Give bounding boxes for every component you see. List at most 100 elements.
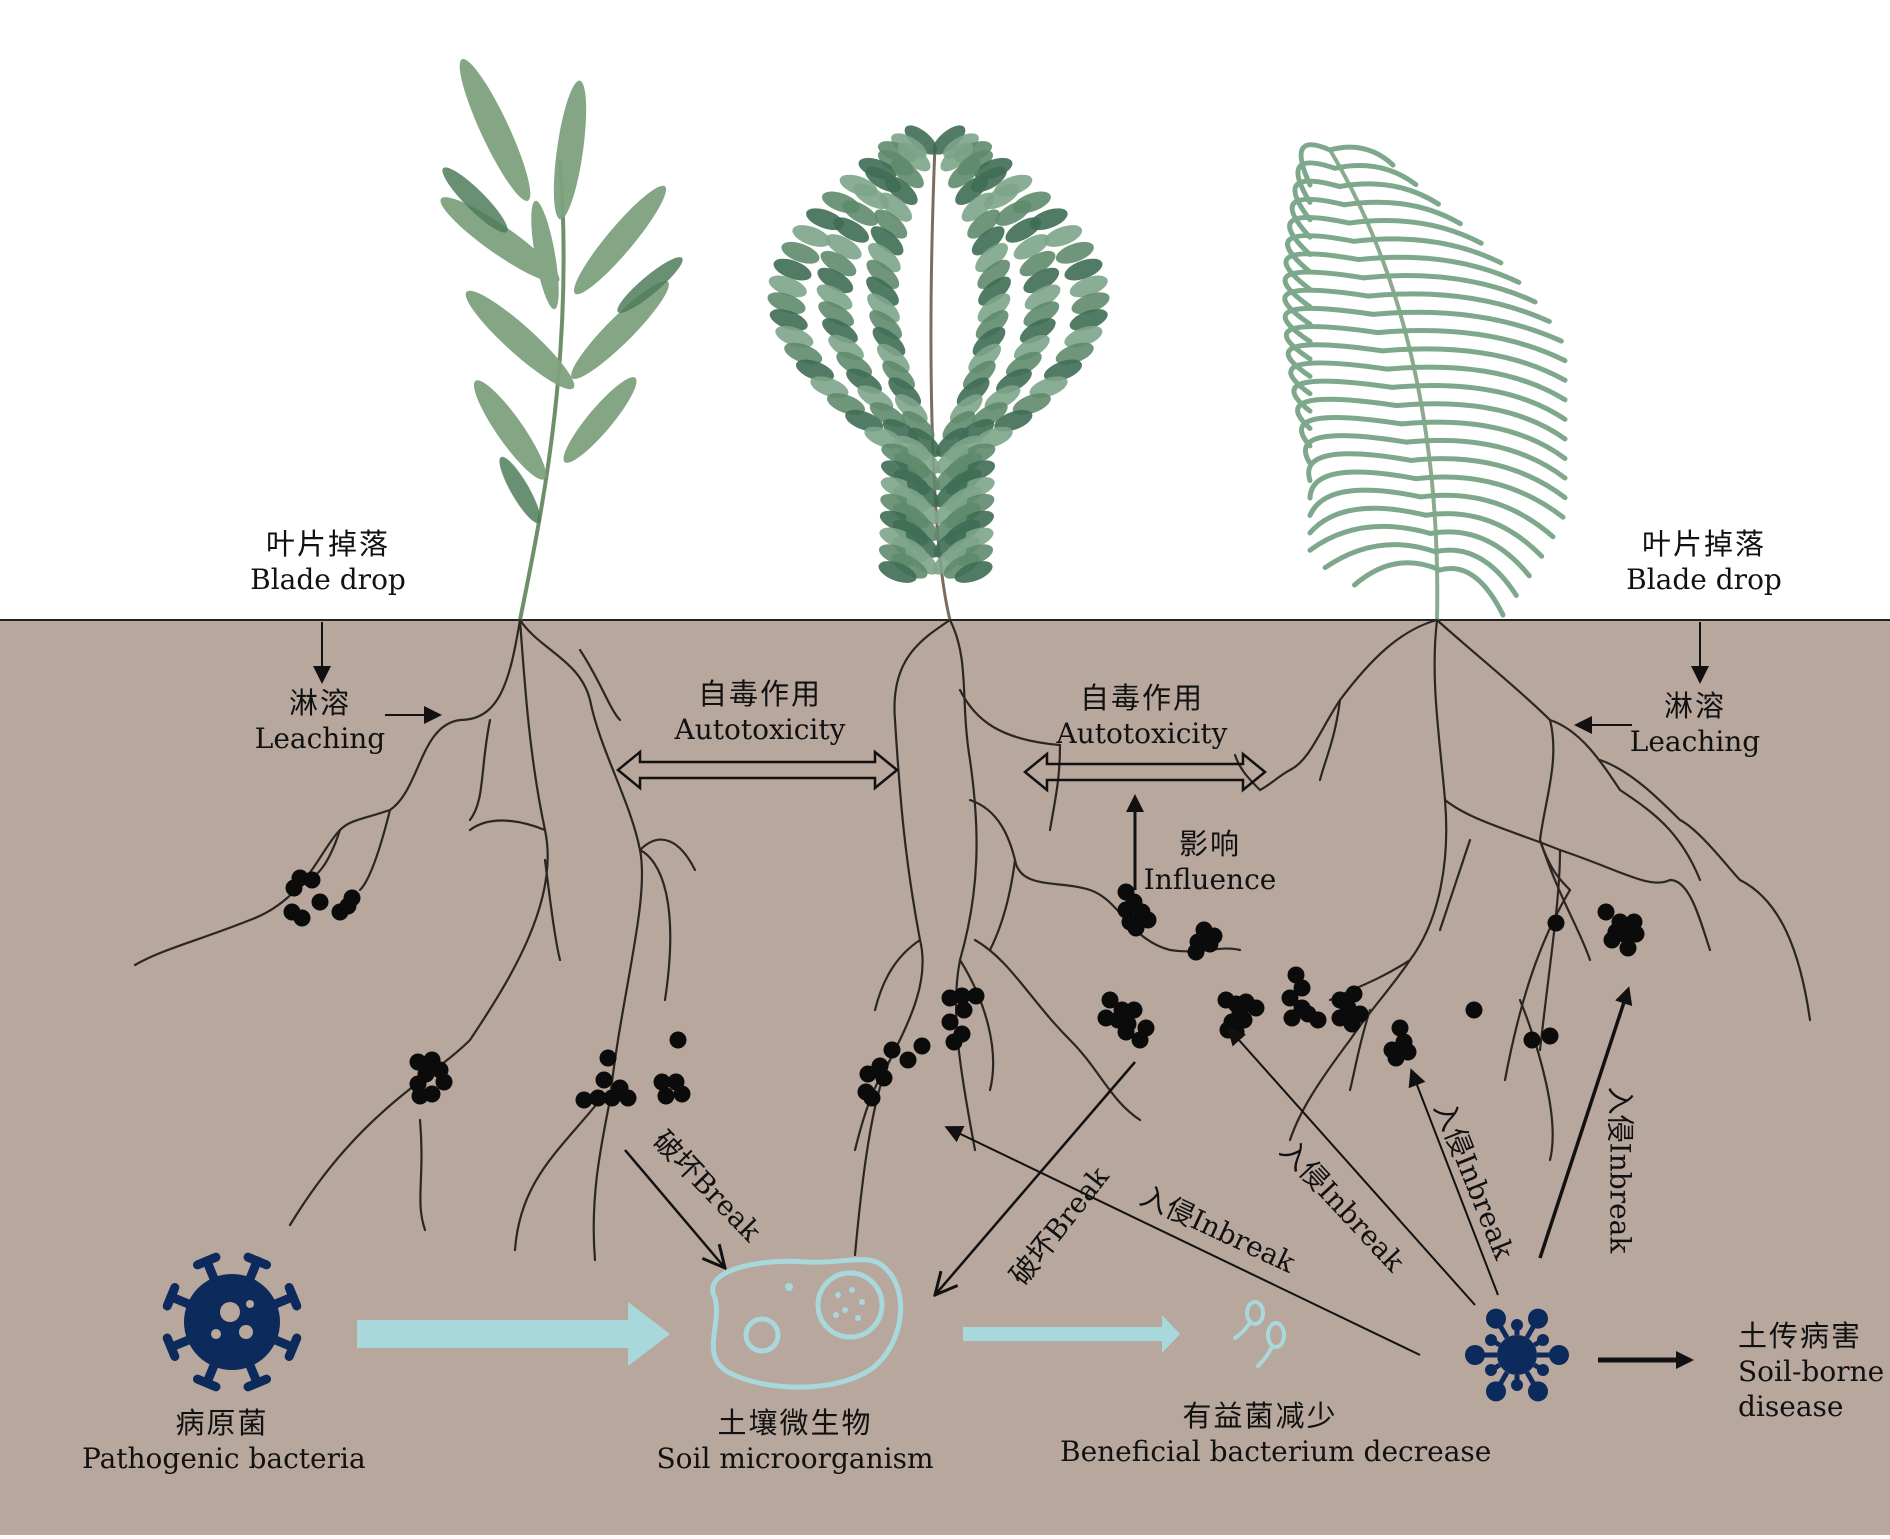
allelochemical-dot — [1201, 935, 1219, 953]
allelochemical-dot — [285, 879, 303, 897]
allelochemical-dot — [1187, 943, 1205, 961]
allelochemical-dot — [1293, 979, 1311, 997]
allelochemical-dots — [283, 869, 1645, 1109]
allelochemical-dot — [411, 1087, 429, 1105]
autotoxicity-zh-left: 自毒作用 — [697, 677, 822, 711]
allelochemical-dot — [859, 1065, 877, 1083]
allelochemical-dot — [673, 1085, 691, 1103]
beneficial-en: Beneficial bacterium decrease — [1060, 1435, 1492, 1469]
allelochemical-dot — [1627, 925, 1645, 943]
allelochemical-dot — [575, 1091, 593, 1109]
allelochemical-dot — [311, 893, 329, 911]
pathogenic-zh: 病原菌 — [175, 1406, 269, 1440]
pathogenic-label: 病原菌 Pathogenic bacteria — [82, 1405, 366, 1476]
inbreak-label-4: 入侵Inbreak — [1603, 1086, 1637, 1254]
allelochemical-dot — [653, 1073, 671, 1091]
allelochemical-dot — [657, 1087, 675, 1105]
soil-micro-label: 土壤微生物 Soil microorganism — [650, 1405, 940, 1476]
soil-borne-label: 土传病害 Soil-borne disease — [1738, 1318, 1885, 1424]
allelochemical-dot — [1547, 914, 1565, 932]
allelochemical-dot — [1283, 1009, 1301, 1027]
allelochemical-dot — [913, 1037, 931, 1055]
soil-borne-en: Soil-borne — [1738, 1355, 1885, 1389]
allelochemical-dot — [1541, 1027, 1559, 1045]
soil-micro-en: Soil microorganism — [656, 1442, 934, 1476]
allelochemical-dot — [953, 987, 971, 1005]
blade-drop-zh-right: 叶片掉落 — [1641, 527, 1766, 561]
allelochemical-dot — [883, 1041, 901, 1059]
allelochemical-dot — [599, 1049, 617, 1067]
arrow-inbreak-4 — [1538, 986, 1633, 1259]
root-system — [133, 618, 1812, 1262]
leaching-en-left: Leaching — [254, 722, 386, 756]
allelochemical-dot — [967, 987, 985, 1005]
arrow-inbreak-3 — [1408, 1068, 1499, 1296]
allelochemical-dot — [1125, 1001, 1143, 1019]
fern-plant-icon — [767, 125, 1110, 621]
allelochemical-dot — [1391, 1019, 1409, 1037]
allelochemical-dot — [1281, 989, 1299, 1007]
leaching-label-right: 淋溶 Leaching — [1620, 688, 1770, 759]
autotoxicity-zh-right: 自毒作用 — [1079, 681, 1204, 715]
allelochemical-dot — [941, 1013, 959, 1031]
allelochemical-dot — [1597, 903, 1615, 921]
allelochemical-dot — [435, 1073, 453, 1091]
autotoxicity-label-right: 自毒作用 Autotoxicity — [1042, 680, 1242, 751]
allelochemical-dot — [945, 1033, 963, 1051]
virus-icon — [162, 1252, 302, 1392]
arrow-inbreak-2 — [1227, 1027, 1476, 1306]
leaching-label-left: 淋溶 Leaching — [245, 685, 395, 756]
allelochemical-dot — [1247, 999, 1265, 1017]
process-arrows — [313, 622, 1709, 1369]
blade-drop-label-right: 叶片掉落 Blade drop — [1614, 526, 1794, 597]
allelochemical-dot — [1523, 1031, 1541, 1049]
allelochemical-dot — [331, 903, 349, 921]
autotoxicity-arrows — [616, 749, 1267, 793]
beneficial-label: 有益菌减少 Beneficial bacterium decrease — [1060, 1398, 1492, 1469]
allelochemical-dot — [1131, 1031, 1149, 1049]
soil-borne-zh: 土传病害 — [1738, 1319, 1863, 1353]
allelochemical-dot — [1117, 1023, 1135, 1041]
allelochemical-dot — [1309, 1011, 1327, 1029]
flow-arrows — [357, 1302, 1180, 1366]
influence-zh: 影响 — [1178, 827, 1241, 861]
allelochemical-dot — [899, 1051, 917, 1069]
beneficial-bacteria-icon — [1233, 1300, 1286, 1368]
allelochemical-dot — [1101, 991, 1119, 1009]
pathogenic-en: Pathogenic bacteria — [82, 1442, 366, 1476]
deciduous-plant-icon — [440, 59, 683, 621]
allelochemical-dot — [1097, 1009, 1115, 1027]
arrow-inbreak-1 — [944, 1125, 1421, 1356]
autotoxicity-label-left: 自毒作用 Autotoxicity — [660, 676, 860, 747]
allelochemical-dot — [603, 1089, 621, 1107]
allelochemical-dot — [595, 1071, 613, 1089]
allelochemical-dot — [1343, 1015, 1361, 1033]
soil-layer — [0, 620, 1890, 1535]
blade-drop-zh-left: 叶片掉落 — [265, 527, 390, 561]
leaching-zh-left: 淋溶 — [288, 686, 351, 720]
allelochemical-dot — [1619, 939, 1637, 957]
allelochemical-dot — [619, 1089, 637, 1107]
allelochemical-dot — [1387, 1049, 1405, 1067]
palm-plant-icon — [1282, 142, 1568, 621]
allelochemical-dot — [1607, 923, 1625, 941]
allelochemical-dot — [589, 1089, 607, 1107]
allelochemical-dot — [1235, 1011, 1253, 1029]
blade-drop-en-right: Blade drop — [1626, 563, 1782, 597]
allelochemical-dot — [293, 909, 311, 927]
soil-micro-zh: 土壤微生物 — [717, 1406, 873, 1440]
blade-drop-label-left: 叶片掉落 Blade drop — [238, 526, 418, 597]
allelochemical-dot — [955, 1001, 973, 1019]
arrow-break-mid — [935, 1061, 1136, 1295]
soilborne-pathogen-icon — [1465, 1308, 1569, 1402]
allelochemical-dot — [863, 1089, 881, 1107]
leaching-zh-right: 淋溶 — [1663, 689, 1726, 723]
arrow-break-left — [624, 1149, 725, 1268]
leaching-en-right: Leaching — [1629, 725, 1761, 759]
allelochemical-dot — [1465, 1001, 1483, 1019]
influence-label: 影响 Influence — [1140, 826, 1280, 897]
allelochemical-dot — [1127, 919, 1145, 937]
allelochemical-dot — [1345, 985, 1363, 1003]
microorganism-cell-icon — [710, 1257, 904, 1390]
